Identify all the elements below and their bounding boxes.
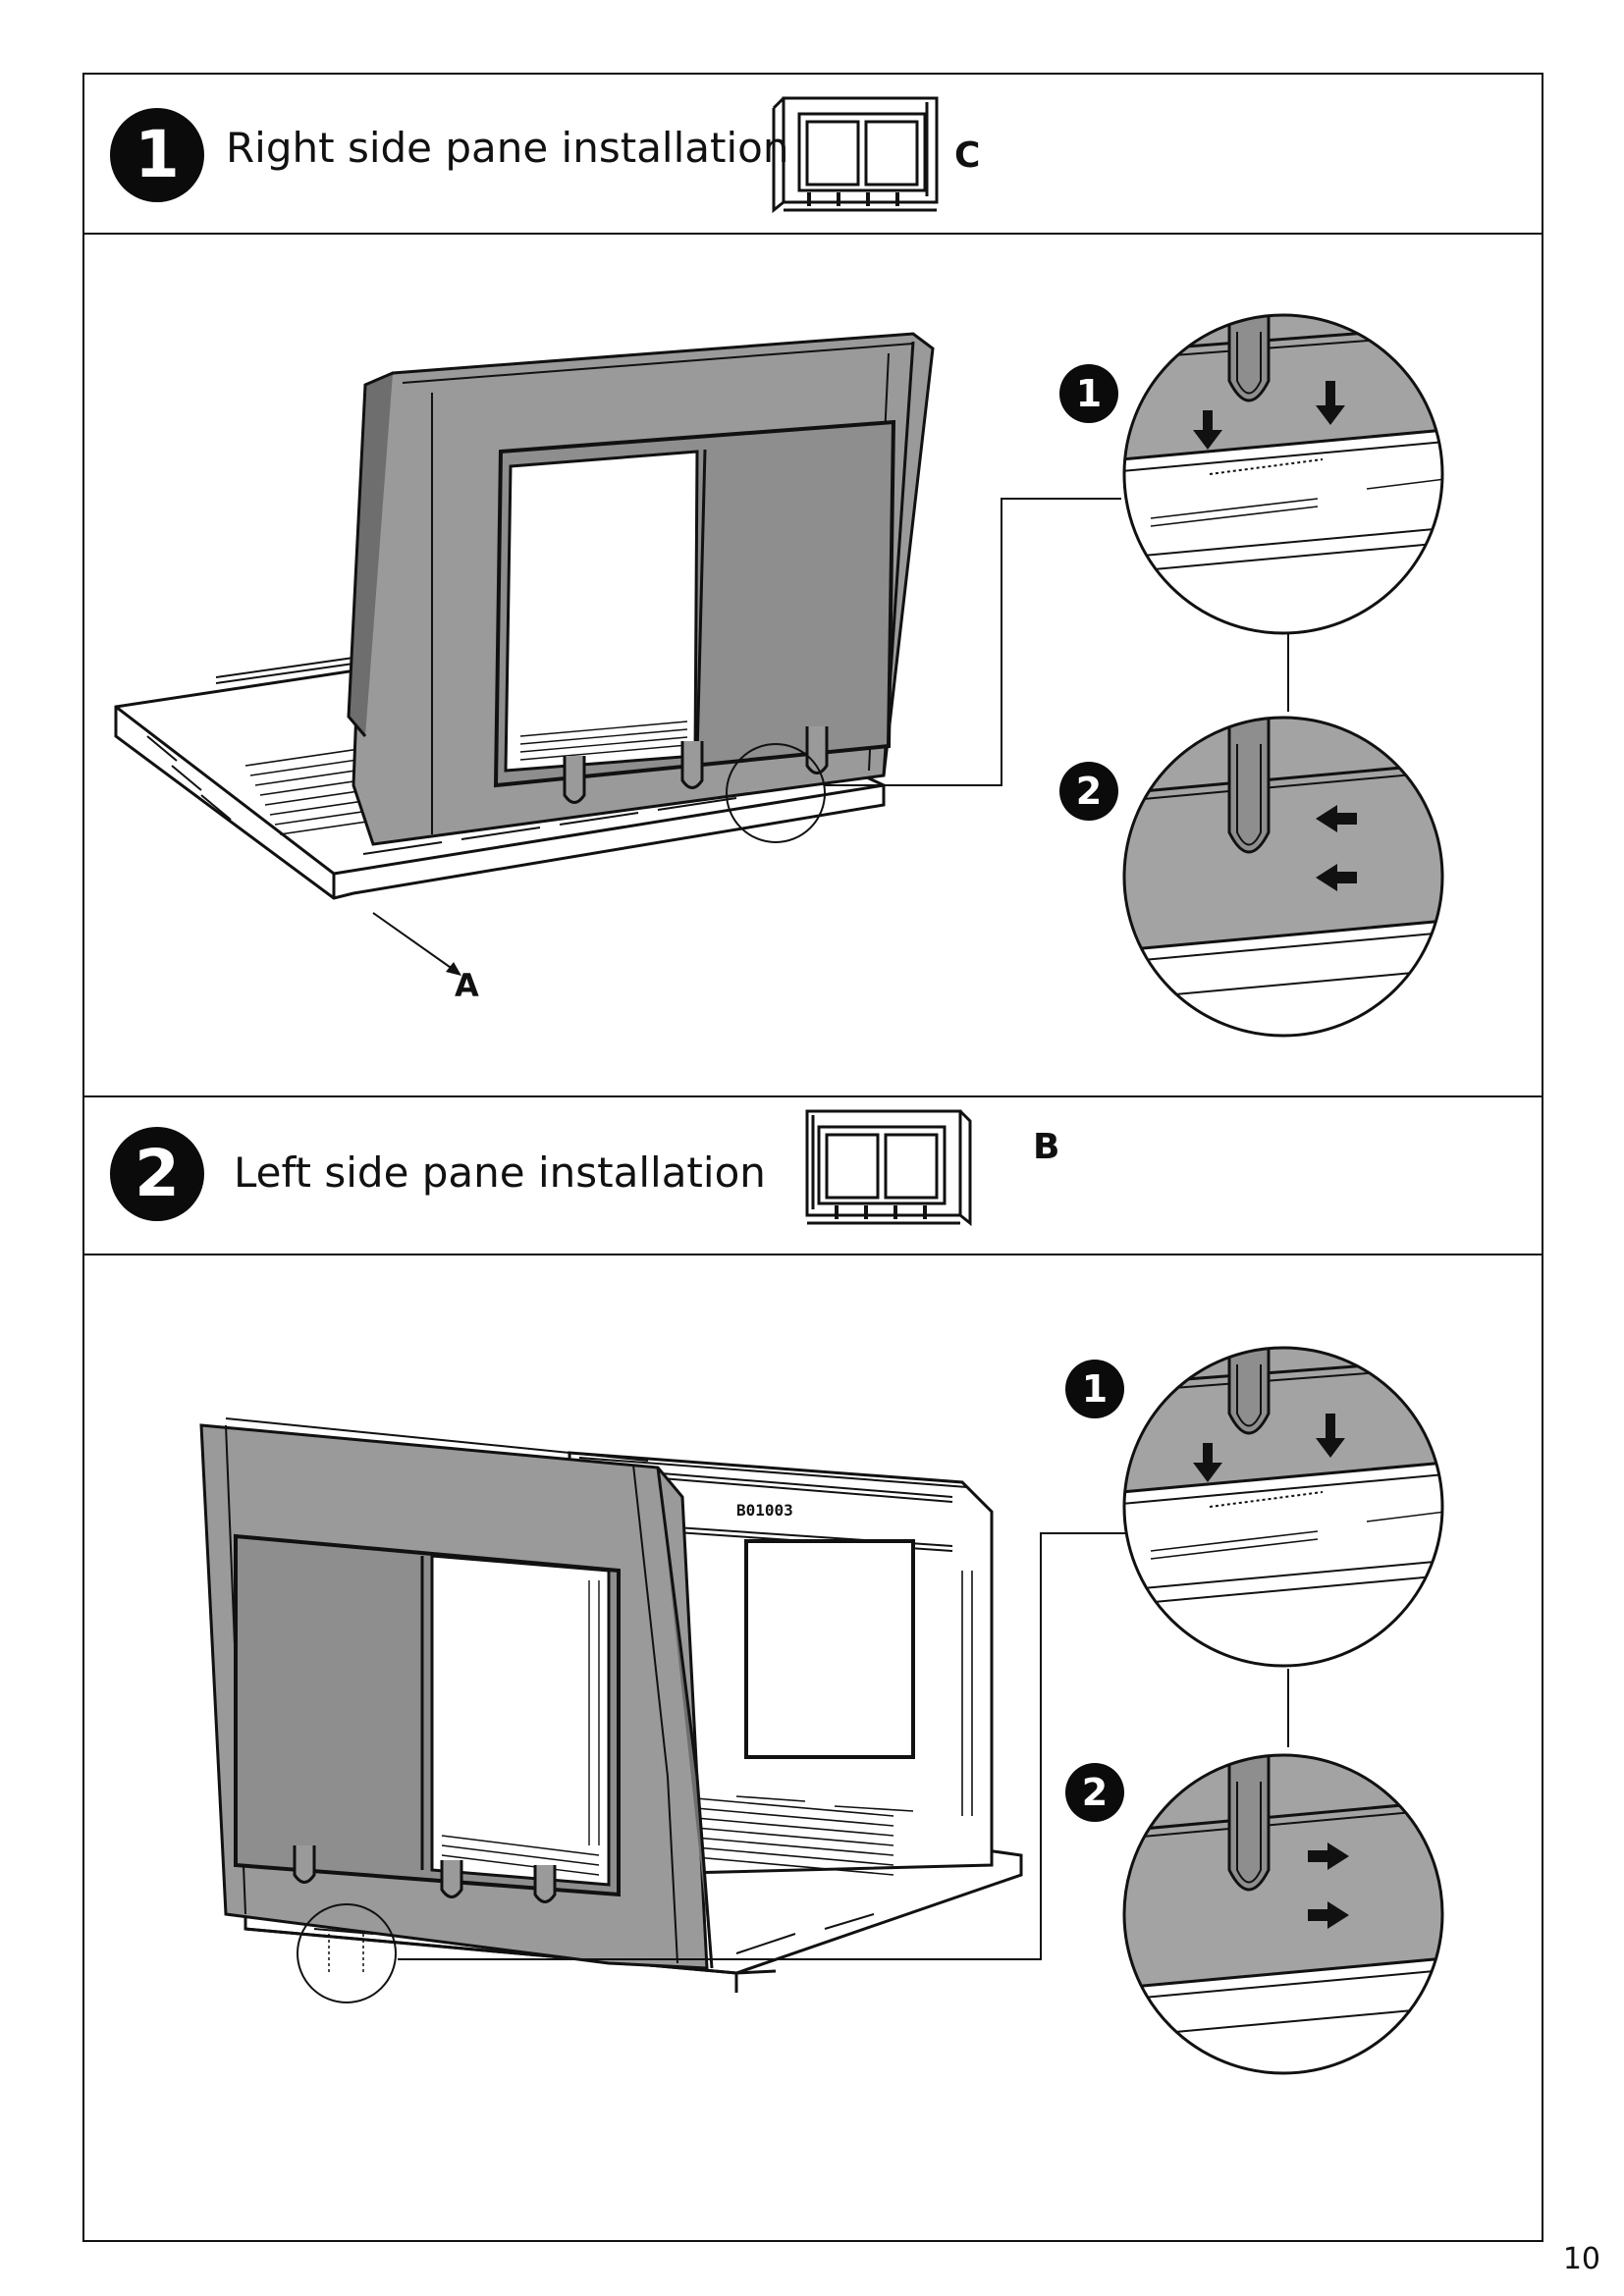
push-down-arrow-icon bbox=[1316, 381, 1345, 425]
section-divider bbox=[84, 1095, 1542, 1097]
step-2-substep-2-icon: 2 bbox=[1065, 1763, 1124, 1822]
step-1-title: Right side pane installation bbox=[226, 124, 789, 172]
step-2-detail-2-magnifier bbox=[1122, 1753, 1444, 2075]
detail-connector-line bbox=[1287, 633, 1289, 712]
push-down-arrow-icon bbox=[1193, 1443, 1222, 1482]
slide-right-arrow-icon bbox=[1308, 1842, 1349, 1870]
step-2-substep-1-icon: 1 bbox=[1065, 1360, 1124, 1418]
step-1-assembly-illustration bbox=[114, 332, 1121, 976]
step-1-substep-1-icon: 1 bbox=[1059, 364, 1118, 423]
detail-connector-line bbox=[1287, 1669, 1289, 1747]
part-b-thumbnail-icon bbox=[805, 1109, 972, 1227]
push-down-arrow-icon bbox=[1316, 1414, 1345, 1458]
panel-stamp: B01003 bbox=[736, 1501, 793, 1520]
callout-label-a: A bbox=[455, 967, 479, 1004]
step-1-substep-2-icon: 2 bbox=[1059, 762, 1118, 821]
page-number: 10 bbox=[1562, 2242, 1600, 2276]
step-1-number-icon: 1 bbox=[110, 108, 204, 202]
header-divider-step1 bbox=[84, 233, 1542, 235]
instruction-frame bbox=[82, 73, 1543, 2242]
part-label-b: B bbox=[1033, 1127, 1060, 1167]
step-2-assembly-illustration: B01003 bbox=[199, 1417, 1131, 2003]
step-2-detail-1-magnifier bbox=[1122, 1346, 1444, 1668]
part-label-c: C bbox=[954, 135, 981, 176]
part-c-thumbnail-icon bbox=[772, 96, 939, 214]
step-1-detail-1-magnifier bbox=[1122, 313, 1444, 635]
push-down-arrow-icon bbox=[1193, 410, 1222, 450]
slide-right-arrow-icon bbox=[1308, 1901, 1349, 1929]
step-2-number-icon: 2 bbox=[110, 1127, 204, 1221]
slide-left-arrow-icon bbox=[1316, 805, 1357, 832]
step-1-detail-2-magnifier bbox=[1122, 716, 1444, 1038]
step-2-title: Left side pane installation bbox=[234, 1148, 766, 1197]
slide-left-arrow-icon bbox=[1316, 864, 1357, 891]
header-divider-step2 bbox=[84, 1254, 1542, 1255]
